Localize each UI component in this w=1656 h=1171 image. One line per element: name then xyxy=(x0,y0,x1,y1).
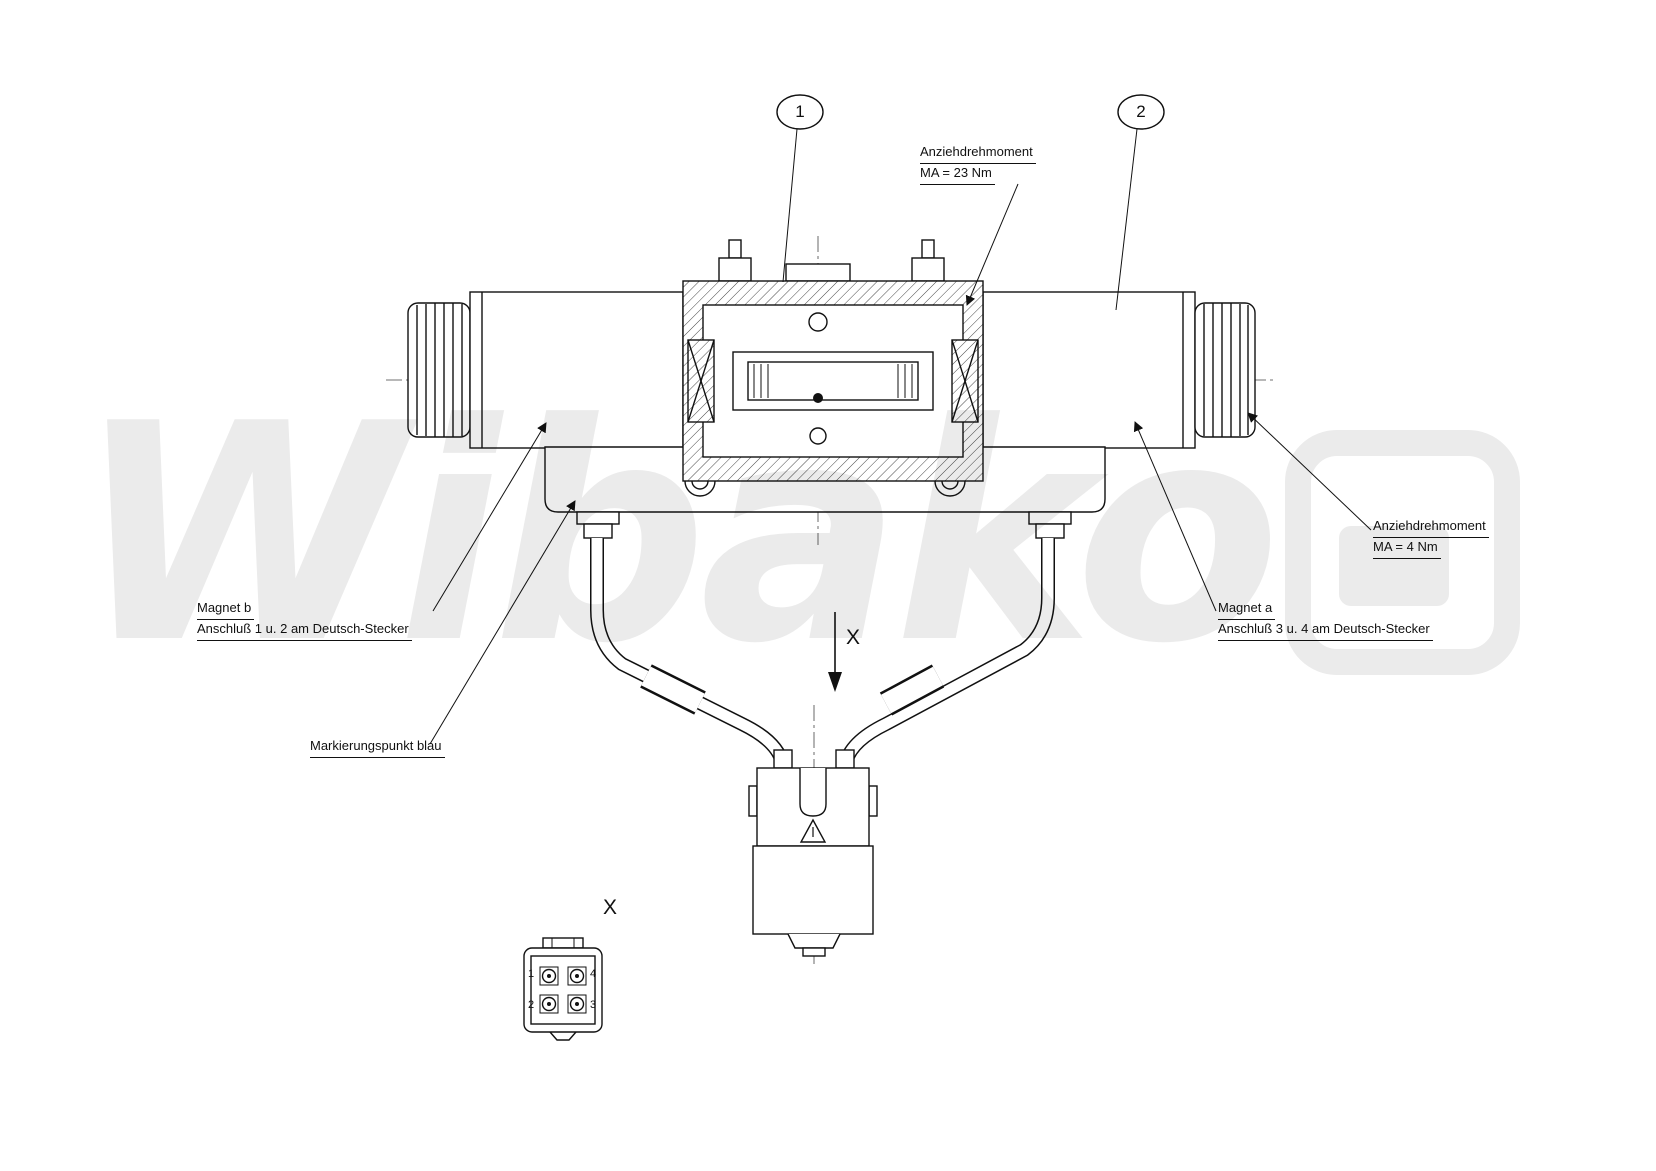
callout-marking-point-line1: Markierungspunkt blau xyxy=(310,737,445,758)
callout-torque-right: Anziehdrehmoment MA = 4 Nm xyxy=(1373,517,1489,559)
balloon-2 xyxy=(1117,94,1165,130)
valve-body-section xyxy=(682,239,984,482)
callout-marking-point: Markierungspunkt blau xyxy=(310,737,445,758)
callout-torque-right-line2: MA = 4 Nm xyxy=(1373,538,1441,559)
callout-torque-right-line1: Anziehdrehmoment xyxy=(1373,517,1489,538)
callout-magnet-a: Magnet a Anschluß 3 u. 4 am Deutsch-Stec… xyxy=(1218,599,1433,641)
callout-torque-center-line1: Anziehdrehmoment xyxy=(920,143,1036,164)
left-solenoid-coil xyxy=(407,291,684,449)
right-solenoid-coil xyxy=(982,291,1256,449)
connector-detail-view xyxy=(523,937,603,1041)
pilot-tubes xyxy=(590,538,1055,771)
balloon-1 xyxy=(776,94,824,130)
callout-magnet-a-line1: Magnet a xyxy=(1218,599,1276,620)
balloon-1-number: 1 xyxy=(795,102,805,121)
section-arrow xyxy=(828,612,842,692)
callout-torque-center: Anziehdrehmoment MA = 23 Nm xyxy=(920,143,1036,185)
pin-number-4: 4 xyxy=(590,968,597,980)
pin-number-3: 3 xyxy=(590,999,597,1011)
callout-torque-center-line2: MA = 23 Nm xyxy=(920,164,995,185)
callout-magnet-b-line1: Magnet b xyxy=(197,599,255,620)
spring-ticks xyxy=(753,364,913,398)
balloon-leader-lines xyxy=(782,128,1138,311)
callout-magnet-b: Magnet b Anschluß 1 u. 2 am Deutsch-Stec… xyxy=(197,599,412,641)
pin-number-1: 1 xyxy=(528,968,535,980)
pin-number-2: 2 xyxy=(528,999,535,1011)
balloon-2-number: 2 xyxy=(1136,102,1146,121)
deutsch-connector xyxy=(748,749,878,957)
callout-magnet-b-line2: Anschluß 1 u. 2 am Deutsch-Stecker xyxy=(197,620,412,641)
detail-label-x: X xyxy=(603,896,618,919)
section-label-x: X xyxy=(846,626,861,649)
tube-fittings xyxy=(576,511,1072,539)
callout-magnet-a-line2: Anschluß 3 u. 4 am Deutsch-Stecker xyxy=(1218,620,1433,641)
